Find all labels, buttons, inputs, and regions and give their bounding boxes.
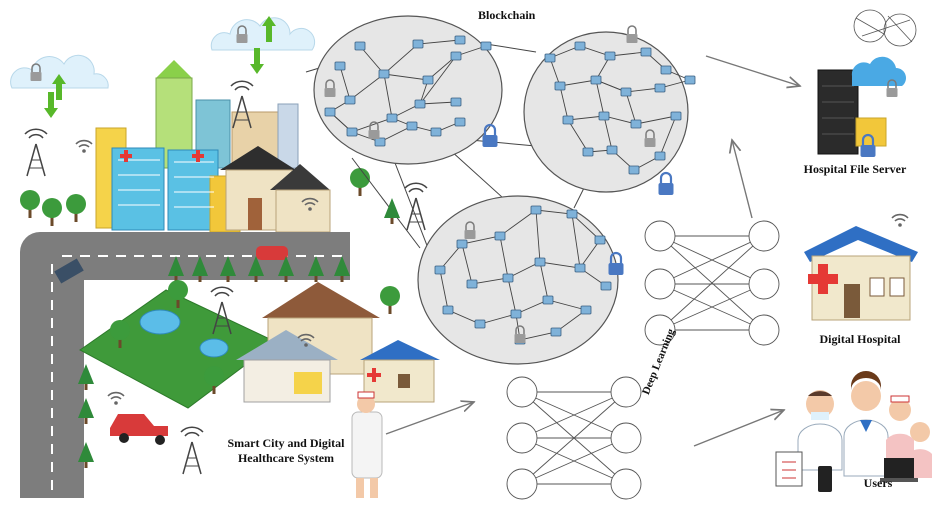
lock-icon	[625, 25, 639, 44]
blockchain-label: Blockchain	[478, 8, 536, 22]
antenna-icon	[404, 182, 428, 231]
wifi-icon	[75, 139, 93, 154]
flow-arrows	[385, 55, 800, 447]
truck-icon	[54, 258, 84, 284]
car-icon	[110, 414, 168, 445]
lock-icon	[481, 123, 499, 149]
users-illustration	[775, 371, 932, 492]
wifi-icon	[107, 391, 125, 406]
smart-city-illustration	[10, 16, 440, 498]
antenna-icon	[24, 128, 48, 177]
cloud-icon	[10, 54, 109, 118]
smart-city-label-line2: Healthcare System	[237, 451, 335, 465]
neural-network-lower	[506, 376, 642, 500]
lock-icon	[607, 251, 625, 277]
neural-network-upper	[644, 220, 780, 346]
smart-city-label-line1: Smart City and Digital	[227, 436, 345, 450]
hospital-icon	[804, 213, 918, 321]
car-icon	[256, 246, 288, 260]
blockchain-network	[305, 15, 696, 365]
doctor-icon	[797, 390, 843, 471]
nurse-icon	[351, 391, 383, 498]
lock-icon	[657, 171, 675, 197]
users-label: Users	[863, 476, 893, 490]
tablet-icon	[775, 451, 918, 492]
doctor-icon	[843, 371, 889, 477]
hospital-file-server-label: Hospital File Server	[803, 162, 907, 176]
cloud-icon	[210, 16, 316, 74]
server-icon	[817, 9, 917, 159]
hospital-icon	[360, 340, 440, 403]
digital-hospital-label: Digital Hospital	[819, 332, 901, 346]
